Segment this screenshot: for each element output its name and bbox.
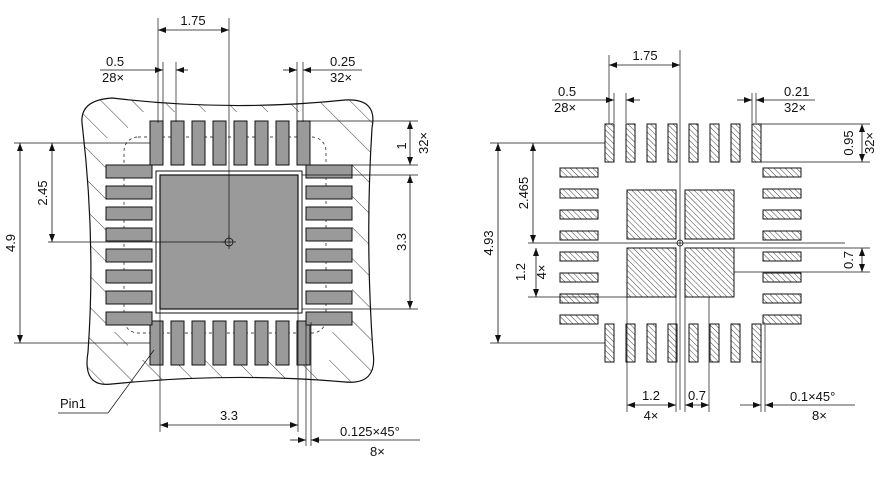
left-dim-left-inner: 2.45 <box>35 142 226 243</box>
right-label-left-inner: 2.465 <box>516 177 531 210</box>
left-view: 1.75 0.5 28× 0.25 32× 1 32× <box>3 13 431 459</box>
right-label-left-outer: 4.93 <box>481 230 496 255</box>
right-dim-pitch-top: 1.75 <box>608 48 680 124</box>
right-center-mark <box>528 50 845 410</box>
right-label-left-small-count: 4× <box>534 265 549 280</box>
right-label-chamfer: 0.1×45° <box>790 389 835 404</box>
right-bottom-pads <box>604 323 762 363</box>
right-dim-bottom-b: 0.7 <box>684 297 710 412</box>
left-label-pad-width-count: 28× <box>102 70 124 85</box>
left-label-left-outer: 4.9 <box>3 234 18 252</box>
left-top-pads <box>149 120 311 166</box>
right-dim-right-small: 0.7 <box>734 247 870 273</box>
right-stencil-windows <box>626 189 735 298</box>
right-right-pads <box>762 167 802 325</box>
right-left-pads <box>559 167 599 325</box>
right-dim-bottom-a: 1.2 4× <box>626 297 677 423</box>
right-label-chamfer-count: 8× <box>812 408 827 423</box>
right-label-pitch-top: 1.75 <box>632 48 657 63</box>
right-label-left-small: 1.2 <box>513 263 528 281</box>
right-label-right-top-count: 32× <box>862 132 877 154</box>
right-view: 1.75 0.5 28× 0.21 32× 0.95 32× <box>481 48 877 423</box>
left-label-chamfer: 0.125×45° <box>340 424 400 439</box>
right-label-bottom-a-count: 4× <box>644 408 659 423</box>
left-label-pitch-top: 1.75 <box>180 13 205 28</box>
left-label-pin1: Pin1 <box>60 396 86 411</box>
left-label-pad-gap: 0.25 <box>330 54 355 69</box>
left-dim-pitch-top: 1.75 <box>157 13 230 240</box>
right-dim-left-inner: 2.465 <box>516 142 605 243</box>
right-label-bottom-b: 0.7 <box>688 388 706 403</box>
right-label-pad-width: 0.5 <box>558 84 576 99</box>
right-label-right-top: 0.95 <box>841 130 856 155</box>
right-dim-right-top: 0.95 32× <box>761 123 877 163</box>
right-top-pads <box>604 123 762 163</box>
left-label-pad-width: 0.5 <box>106 54 124 69</box>
left-label-right-body: 3.3 <box>394 233 409 251</box>
left-label-pad-gap-count: 32× <box>330 70 352 85</box>
left-left-pads <box>105 164 153 326</box>
right-dim-pad-gap: 0.21 32× <box>737 84 815 123</box>
right-dim-left-outer: 4.93 <box>481 142 605 344</box>
left-right-pads <box>305 164 353 326</box>
right-label-pad-gap-count: 32× <box>784 100 806 115</box>
left-label-left-inner: 2.45 <box>35 180 50 205</box>
left-dim-pad-gap: 0.25 32× <box>283 54 362 122</box>
right-label-pad-gap: 0.21 <box>784 84 809 99</box>
left-dim-right-top: 1 32× <box>310 120 431 166</box>
left-dim-pad-width: 0.5 28× <box>100 54 188 122</box>
left-dim-right-body: 3.3 <box>302 174 418 310</box>
left-dim-left-outer: 4.9 <box>3 142 150 344</box>
left-dim-bottom-body: 3.3 <box>159 309 299 432</box>
left-label-bottom-body: 3.3 <box>220 408 238 423</box>
right-dim-pad-width: 0.5 28× <box>552 84 640 123</box>
right-dim-chamfer: 0.1×45° 8× <box>740 325 855 423</box>
left-label-right-top: 1 <box>394 142 409 149</box>
right-label-right-small: 0.7 <box>841 251 856 269</box>
left-label-chamfer-count: 8× <box>370 444 385 459</box>
left-dim-chamfer: 0.125×45° 8× <box>290 322 420 459</box>
left-label-right-top-count: 32× <box>416 132 431 154</box>
right-label-bottom-a: 1.2 <box>642 388 660 403</box>
left-pin1-callout: Pin1 <box>58 349 155 414</box>
right-label-pad-width-count: 28× <box>554 100 576 115</box>
right-dim-left-small: 1.2 4× <box>513 248 627 298</box>
